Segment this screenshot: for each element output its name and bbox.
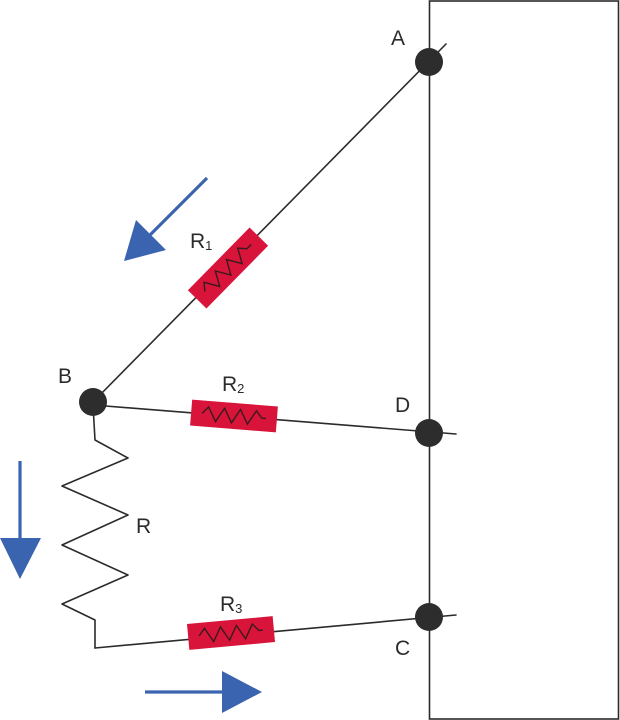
resistor-r3-body — [186, 616, 276, 650]
label-r1-subscript: 1 — [205, 238, 212, 253]
current-arrow-b-to-a — [124, 176, 209, 261]
wire-r-c — [94, 614, 457, 649]
device-box — [428, 0, 620, 720]
label-r1: R1 — [190, 230, 212, 253]
label-r: R — [136, 515, 151, 538]
resistor-r2-body — [190, 399, 278, 433]
resistor-r1-zigzag — [203, 243, 252, 292]
arrow-head-down — [0, 538, 41, 579]
resistor-r — [61, 404, 129, 649]
node-d — [415, 419, 443, 447]
node-c — [415, 603, 443, 631]
label-node-b: B — [58, 365, 72, 388]
label-r3-subscript: 3 — [235, 601, 242, 616]
current-arrow-down — [0, 461, 41, 579]
label-r3-letter: R — [220, 593, 235, 616]
label-r2-letter: R — [222, 373, 237, 396]
label-r2-subscript: 2 — [237, 381, 244, 396]
label-r1-letter: R — [190, 230, 205, 253]
label-r2: R2 — [222, 373, 244, 396]
resistor-r2 — [190, 399, 278, 433]
resistor-r3 — [186, 616, 276, 650]
arrow-head-right — [222, 671, 262, 713]
label-r3: R3 — [220, 593, 242, 616]
wire-a-b — [92, 43, 447, 403]
resistor-r2-zigzag — [201, 405, 266, 426]
resistor-r3-zigzag — [198, 622, 263, 644]
resistor-r1 — [187, 227, 269, 309]
node-b — [79, 388, 107, 416]
node-a — [415, 48, 443, 76]
arrow-head-down-left — [124, 220, 166, 261]
label-node-c: C — [395, 637, 410, 660]
label-node-d: D — [395, 394, 410, 417]
current-arrow-right — [145, 671, 262, 713]
label-node-a: A — [391, 27, 405, 50]
